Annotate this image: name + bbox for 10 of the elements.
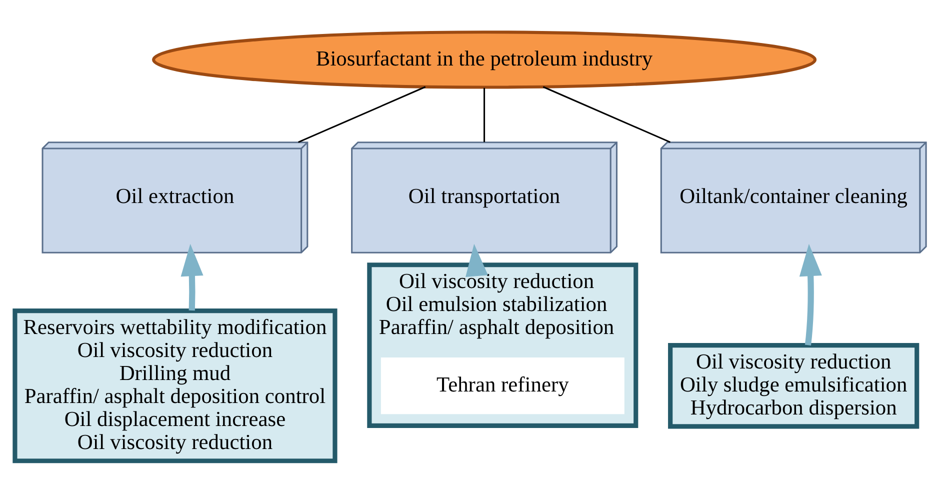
- arrow: [466, 244, 488, 277]
- node-box: Reservoirs wettability modification Oil viscosity reduction Drilling mud Paraffin/ asphalt deposition control Oil displacement increase Oil viscosity reduction: [12, 308, 338, 464]
- arrow: [799, 244, 822, 346]
- connector: [484, 88, 486, 142]
- node-box: Oil viscosity reduction Oily sludge emulsification Hydrocarbon dispersion: [668, 342, 920, 429]
- node-ellipse: Biosurfactant in the petroleum industry: [152, 30, 817, 89]
- connector: [542, 86, 671, 143]
- node-box: Tehran refinery: [380, 358, 624, 414]
- connector: [298, 86, 426, 143]
- arrow: [180, 244, 204, 311]
